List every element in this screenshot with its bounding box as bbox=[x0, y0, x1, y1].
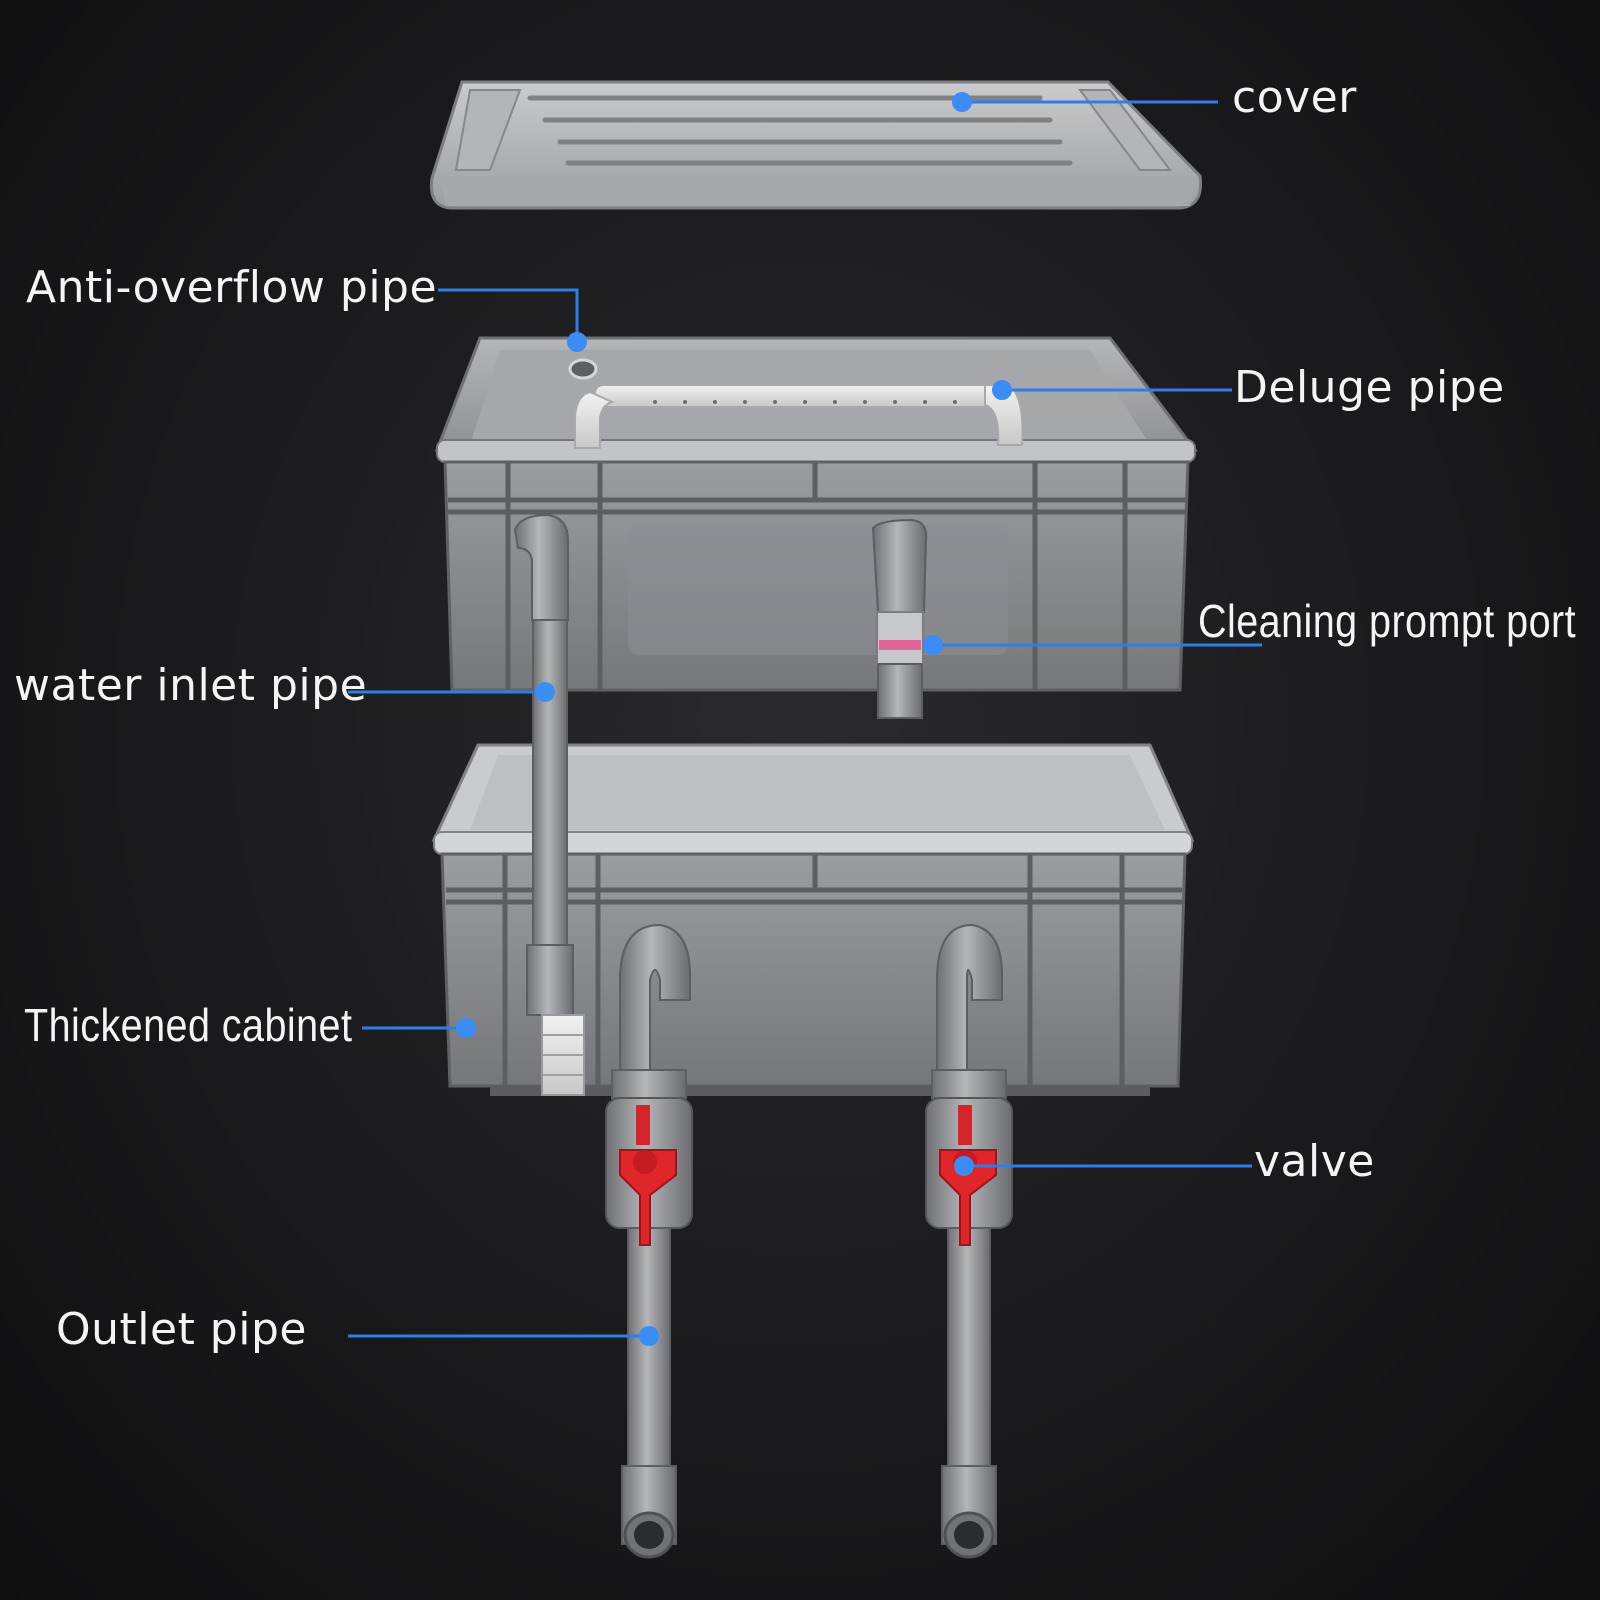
label-deluge-pipe: Deluge pipe bbox=[1234, 362, 1505, 413]
dot-cover bbox=[952, 92, 972, 112]
dot-valve bbox=[954, 1156, 974, 1176]
leader-anti-overflow bbox=[438, 288, 579, 342]
dot-deluge bbox=[992, 380, 1012, 400]
upper-filter-box bbox=[434, 336, 1199, 719]
leader-lines bbox=[348, 100, 1262, 1338]
outlet-pipe-left-shape bbox=[605, 923, 693, 1559]
valve-left-shape bbox=[619, 1105, 677, 1246]
dot-outlet bbox=[639, 1326, 659, 1346]
label-water-inlet-pipe: water inlet pipe bbox=[14, 660, 368, 711]
label-anti-overflow-pipe: Anti-overflow pipe bbox=[26, 262, 438, 313]
label-cover: cover bbox=[1232, 72, 1357, 123]
leader-dots bbox=[456, 92, 1012, 1346]
label-cleaning-prompt-port: Cleaning prompt port bbox=[1198, 595, 1577, 647]
water-inlet-pipe-shape bbox=[513, 513, 585, 1096]
label-thickened-cabinet: Thickened cabinet bbox=[24, 999, 353, 1051]
label-valve: valve bbox=[1254, 1136, 1375, 1187]
dot-anti-overflow bbox=[567, 332, 587, 352]
dot-cleaning bbox=[923, 635, 943, 655]
dot-water-inlet bbox=[535, 682, 555, 702]
label-outlet-pipe: Outlet pipe bbox=[56, 1304, 307, 1355]
lower-cabinet bbox=[431, 743, 1195, 1096]
dot-cabinet bbox=[456, 1018, 476, 1038]
